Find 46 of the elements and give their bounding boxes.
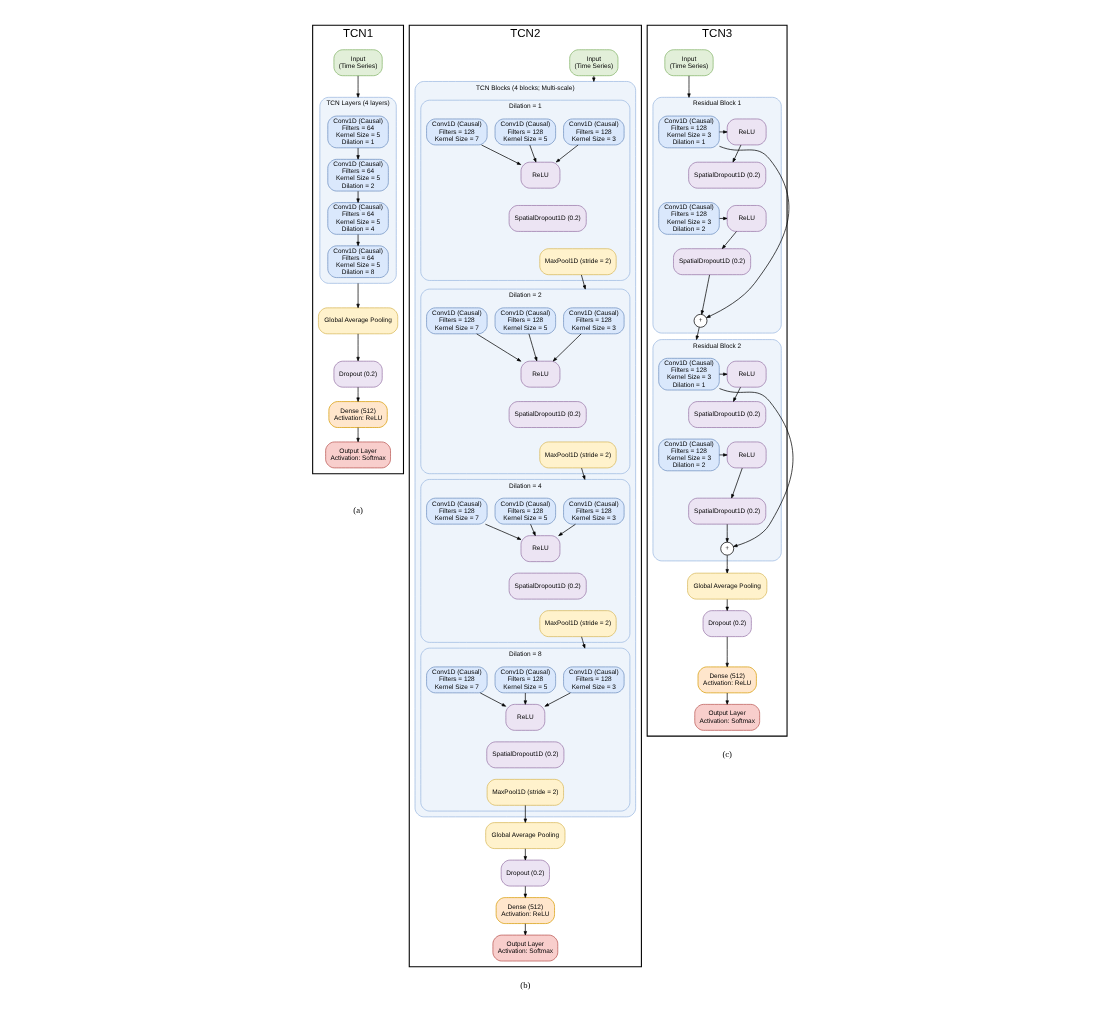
arrow — [356, 333, 360, 362]
arrow — [523, 848, 527, 861]
arrow — [479, 692, 507, 707]
arrow — [725, 554, 729, 574]
arrow — [530, 523, 536, 536]
arrow — [523, 805, 527, 823]
arrow — [725, 523, 729, 543]
arrow — [523, 692, 527, 705]
arrow — [687, 75, 691, 98]
arrow — [523, 923, 527, 936]
arrow — [719, 453, 728, 457]
arrow — [476, 333, 522, 362]
arrow — [719, 372, 728, 376]
arrow — [719, 388, 794, 548]
arrow — [695, 326, 700, 340]
arrow — [581, 467, 586, 480]
arrow — [481, 144, 522, 165]
arrow — [581, 274, 586, 290]
arrow — [356, 147, 360, 160]
arrow — [700, 274, 710, 315]
arrow — [528, 333, 538, 362]
arrow — [706, 145, 790, 318]
arrow — [725, 598, 729, 611]
arrow — [552, 333, 582, 362]
arrow — [356, 427, 360, 443]
arrow — [558, 523, 576, 536]
arrow — [485, 523, 522, 540]
arrow — [725, 636, 729, 668]
arrow — [356, 234, 360, 246]
arrow — [732, 144, 742, 163]
arrow — [555, 144, 579, 163]
arrow — [721, 231, 737, 249]
arrow — [544, 692, 571, 707]
arrow — [529, 144, 537, 163]
arrow — [725, 692, 729, 705]
arrow — [356, 190, 360, 203]
arrow — [356, 386, 360, 402]
arrow — [356, 282, 360, 309]
arrow — [733, 386, 741, 402]
arrow — [719, 130, 728, 134]
arrow — [592, 75, 596, 82]
arrow — [719, 216, 728, 221]
arrow — [523, 885, 527, 898]
arrow — [581, 636, 586, 649]
arrow — [356, 75, 360, 98]
arrow — [731, 467, 743, 499]
